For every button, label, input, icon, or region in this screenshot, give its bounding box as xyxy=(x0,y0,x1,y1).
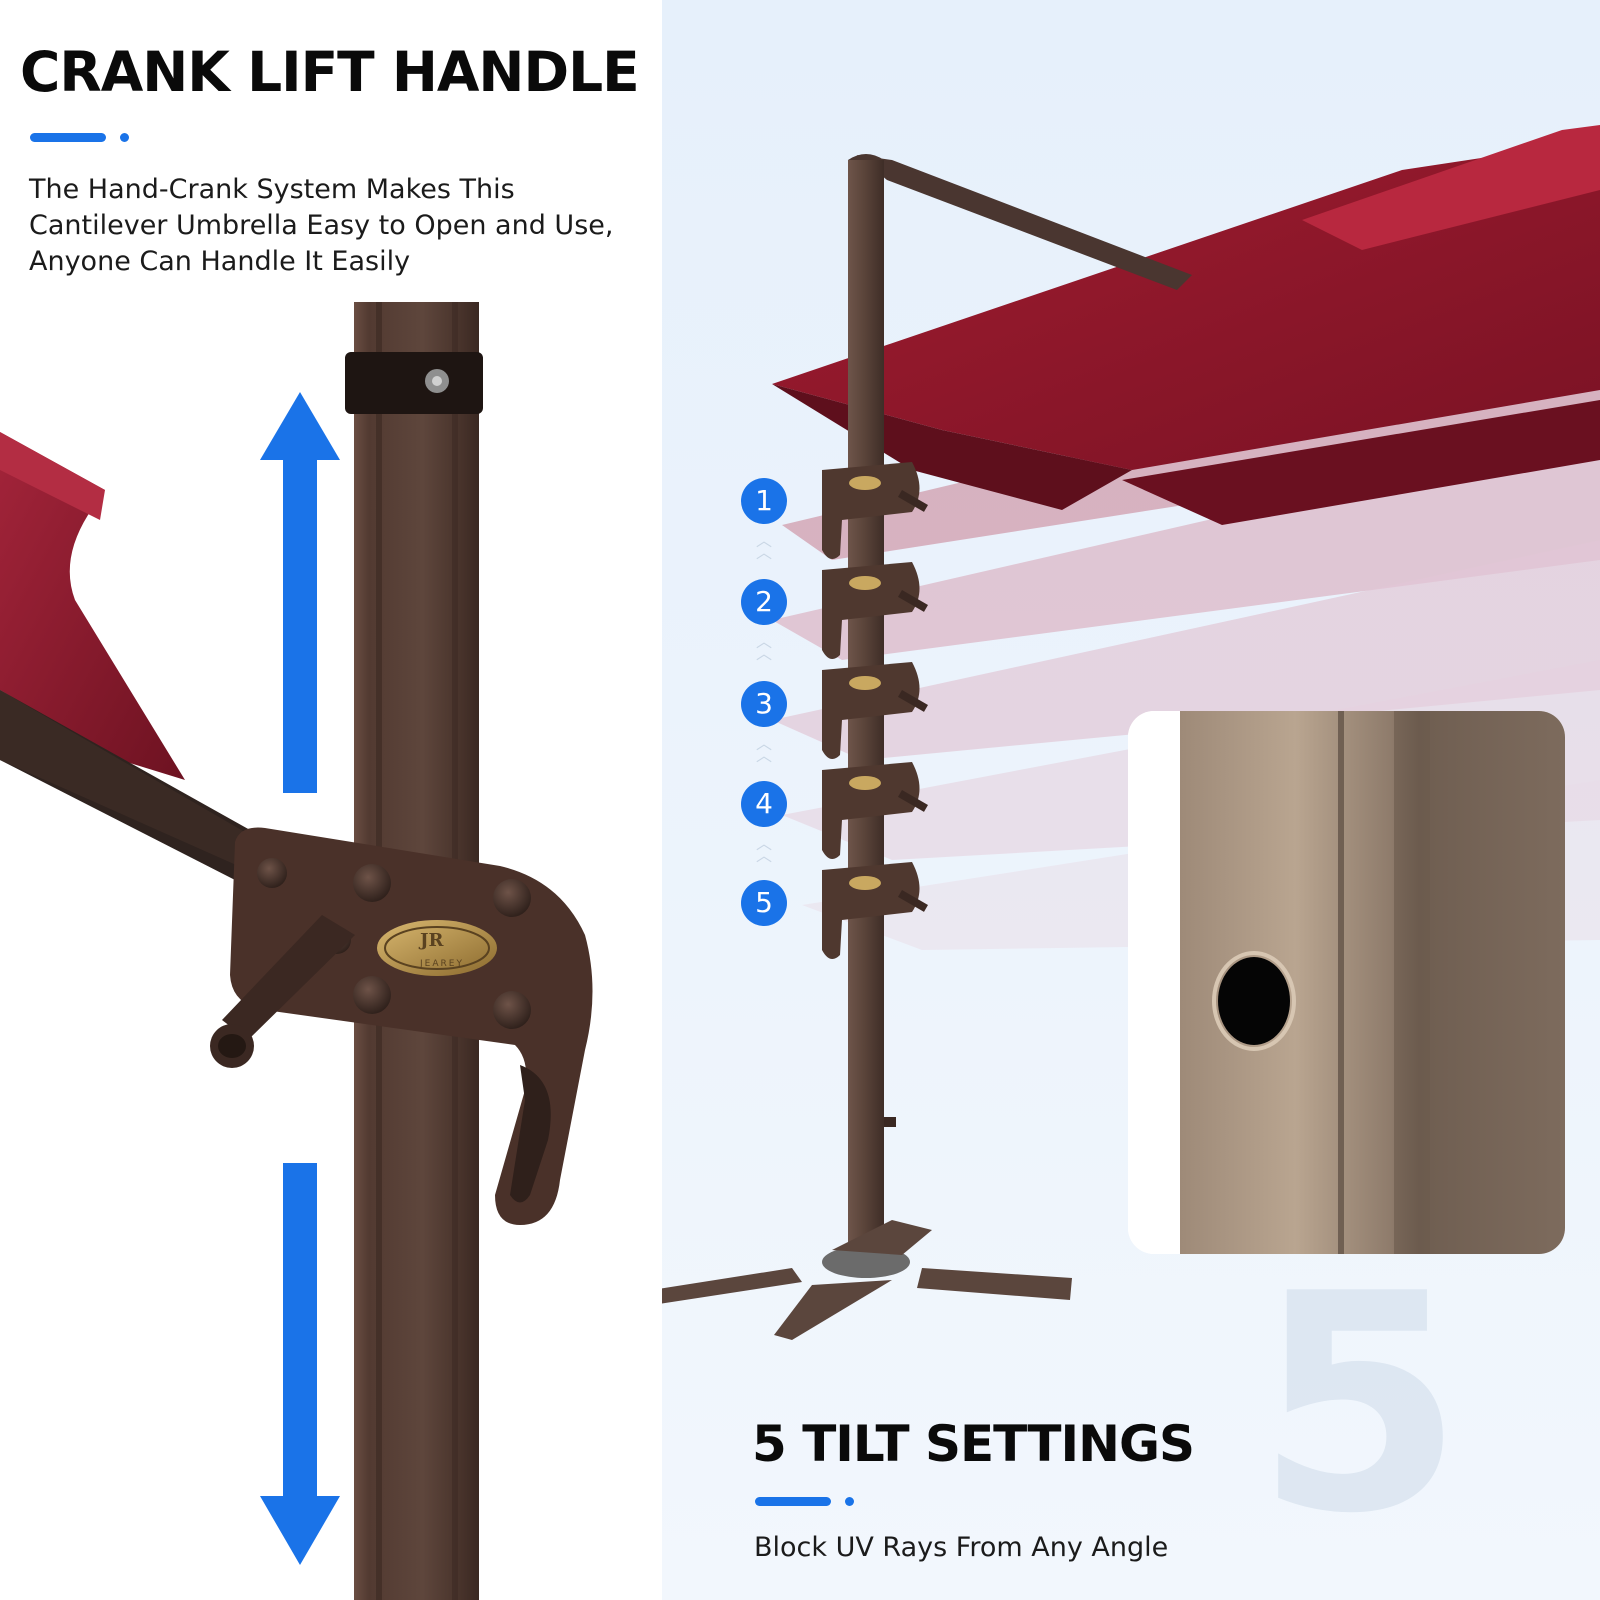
chevron-up-icon: ︿︿ xyxy=(755,531,772,562)
arrow-up-icon xyxy=(260,392,340,793)
tilt-accent-line xyxy=(755,1497,865,1507)
crank-description: The Hand-Crank System Makes This Cantile… xyxy=(29,174,614,277)
logo-mark: JR xyxy=(418,930,445,951)
tilt-step-4: 4 xyxy=(741,781,787,827)
tilt-step-1: 1 xyxy=(741,478,787,524)
tilt-step-5: 5 xyxy=(741,880,787,926)
canopy-fabric xyxy=(0,432,185,780)
tilt-panel xyxy=(662,0,1600,1600)
tilt-title: 5 TILT SETTINGS xyxy=(752,1415,1195,1473)
arrow-down-icon xyxy=(260,1163,340,1565)
crank-title: CRANK LIFT HANDLE xyxy=(20,40,640,104)
tilt-description: Block UV Rays From Any Angle xyxy=(754,1532,1169,1563)
chevron-up-icon: ︿︿ xyxy=(755,834,772,865)
tilt-clamps xyxy=(822,462,928,959)
chevron-up-icon: ︿︿ xyxy=(755,632,772,663)
pole-detail-inset xyxy=(1128,711,1565,1254)
logo-brand: JEAREY xyxy=(419,959,464,969)
brand-logo xyxy=(377,920,497,976)
crank-illustration: JR JEAREY xyxy=(0,302,593,1600)
crank-panel: JR JEAREY xyxy=(0,0,662,1600)
tilt-step-2: 2 xyxy=(741,579,787,625)
crank-arm xyxy=(222,915,355,1040)
tilt-step-3: 3 xyxy=(741,681,787,727)
background-numeral: 5 xyxy=(1255,1230,1464,1579)
chevron-up-icon: ︿︿ xyxy=(755,734,772,765)
pole-detail-image xyxy=(1128,711,1565,1254)
cross-base xyxy=(662,1220,1072,1340)
crank-accent-line xyxy=(30,133,140,143)
